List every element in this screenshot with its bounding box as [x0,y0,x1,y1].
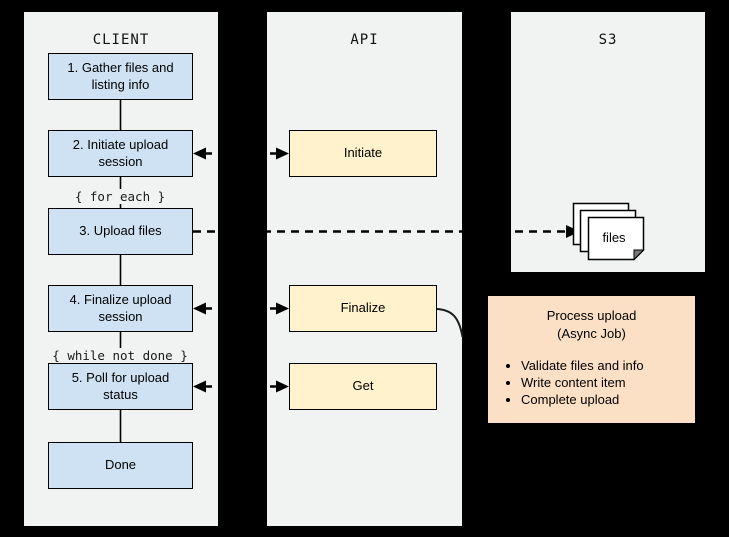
api-box-finalize: Finalize [289,285,437,332]
while-not-done-label: { while not done } [48,348,192,363]
step-box-initiate-label: 2. Initiate upload session [72,136,169,169]
step-box-gather: 1. Gather files and listing info [48,53,193,100]
step-box-upload: 3. Upload files [48,208,193,255]
step-box-poll: 5. Poll for upload status [48,363,193,410]
process-upload-box: Process upload (Async Job) Validate file… [488,296,695,423]
for-each-label: { for each } [70,189,170,204]
api-lane-title: API [350,32,379,48]
s3-lane-title: S3 [598,32,618,48]
process-upload-title: Process upload (Async Job) [488,307,695,343]
step-box-done: Done [48,442,193,489]
process-upload-title-line2: (Async Job) [557,326,626,341]
step-box-gather-label: 1. Gather files and listing info [67,59,174,92]
step-box-initiate: 2. Initiate upload session [48,130,193,177]
process-upload-bullet-list: Validate files and info Write content it… [488,358,695,408]
process-bullet-complete: Complete upload [521,392,695,408]
step-box-upload-label: 3. Upload files [79,223,162,239]
process-bullet-validate: Validate files and info [521,358,695,374]
api-lane: API [267,12,462,526]
api-box-get: Get [289,363,437,410]
api-box-finalize-label: Finalize [340,300,386,316]
client-lane-title: CLIENT [92,32,150,48]
process-upload-title-line1: Process upload [546,308,637,323]
api-box-get-label: Get [352,378,374,394]
s3-lane: S3 [511,12,705,272]
step-box-finalize-label: 4. Finalize upload session [69,291,172,324]
process-bullet-write: Write content item [521,375,695,391]
step-box-finalize: 4. Finalize upload session [48,285,193,332]
step-box-done-label: Done [104,457,137,473]
step-box-poll-label: 5. Poll for upload status [71,369,170,402]
api-box-initiate-label: Initiate [343,145,383,161]
api-box-initiate: Initiate [289,130,437,177]
